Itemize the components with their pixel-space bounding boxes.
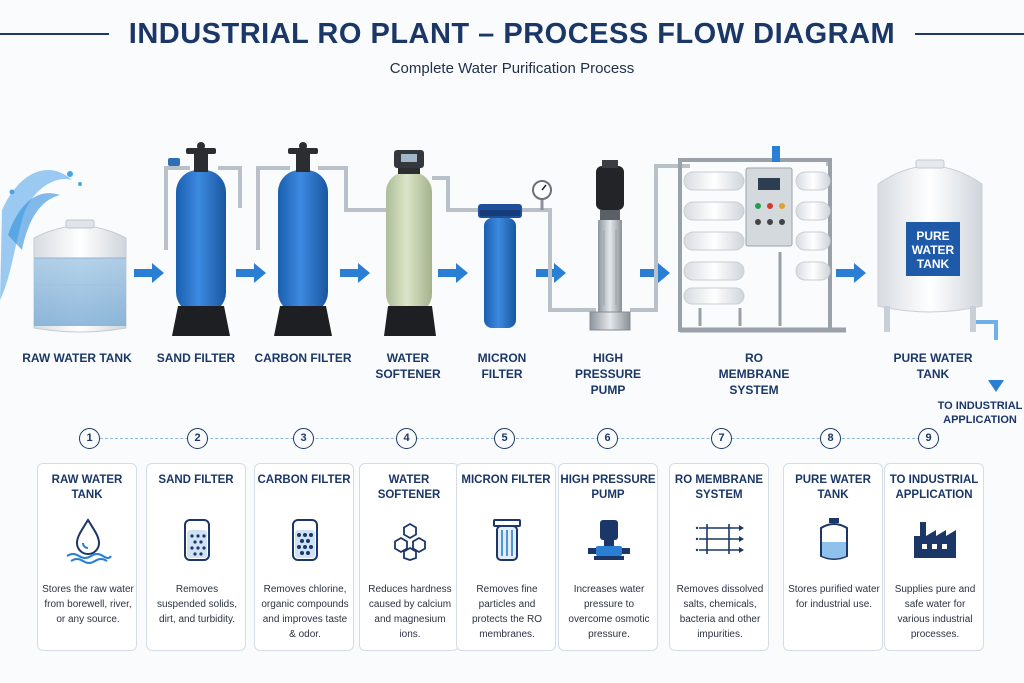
storage-tank-icon <box>820 518 848 560</box>
card-description: Stores purified water for industrial use… <box>788 584 880 610</box>
factory-icon <box>914 522 956 558</box>
step-number-1: 1 <box>79 428 100 449</box>
stage-label-water-softener: WATER SOFTENER <box>375 351 441 381</box>
title-divider-right <box>915 33 1024 35</box>
pure-tank-text-1: PURE <box>916 229 949 243</box>
outlet-arrowhead <box>988 380 1004 392</box>
card-description: Removes dissolved salts, chemicals, bact… <box>676 584 764 640</box>
card-description: Supplies pure and safe water for various… <box>894 584 976 640</box>
stage-label-carbon-filter: CARBON FILTER <box>254 351 352 365</box>
flow-arrow-3 <box>340 263 370 283</box>
card-description: Removes chlorine, organic compounds and … <box>261 584 349 640</box>
title-row: INDUSTRIAL RO PLANT – PROCESS FLOW DIAGR… <box>0 14 1024 54</box>
step-card-water-softener: WATER SOFTENER Reduces hardness caused b… <box>359 463 459 651</box>
title-divider-left <box>0 33 109 35</box>
flow-arrow-7 <box>836 263 866 283</box>
card-description: Reduces hardness caused by calcium and m… <box>368 584 452 640</box>
flow-arrow-2 <box>236 263 266 283</box>
step-number-6: 6 <box>597 428 618 449</box>
carbon-filter-icon <box>292 519 318 561</box>
equipment-row: PURE WATER TANK <box>0 140 1024 392</box>
stage-label-pure-water-tank: PURE WATER TANK <box>893 351 973 381</box>
water-softener-illustration <box>384 150 436 336</box>
ro-membrane-system-illustration <box>678 146 846 333</box>
card-title: WATER SOFTENER <box>377 474 441 501</box>
step-card-pure-water-tank: PURE WATER TANK Stores purified water fo… <box>783 463 883 651</box>
page-title: INDUSTRIAL RO PLANT – PROCESS FLOW DIAGR… <box>128 17 896 50</box>
membrane-icon <box>695 524 744 554</box>
card-title: RO MEMBRANE SYSTEM <box>674 474 764 501</box>
equipment-illustration: PURE WATER TANK <box>0 142 998 340</box>
step-number-8: 8 <box>820 428 841 449</box>
card-title: HIGH PRESSURE PUMP <box>560 474 656 501</box>
step-number-2: 2 <box>187 428 208 449</box>
card-description: Increases water pressure to overcome osm… <box>568 584 650 640</box>
card-title: CARBON FILTER <box>257 474 351 486</box>
card-description: Removes suspended solids, dirt, and turb… <box>156 584 238 625</box>
pressure-gauge-illustration <box>532 180 552 210</box>
card-description: Stores the raw water from borewell, rive… <box>42 584 134 625</box>
step-number-7: 7 <box>711 428 732 449</box>
stage-label-sand-filter: SAND FILTER <box>156 351 236 365</box>
step-number-5: 5 <box>494 428 515 449</box>
stage-label-ro-membrane-system: RO MEMBRANE SYSTEM <box>718 351 790 397</box>
step-number-3: 3 <box>293 428 314 449</box>
carbon-filter-illustration <box>274 142 332 336</box>
industrial-application-label: TO INDUSTRIAL APPLICATION <box>937 400 1023 426</box>
step-card-raw-water-tank: RAW WATER TANK Stores the raw water from… <box>37 463 137 651</box>
step-card-ro-membrane-system: RO MEMBRANE SYSTEM Removes dissolved sal… <box>669 463 769 651</box>
card-description: Removes fine particles and protects the … <box>471 584 543 640</box>
card-title: MICRON FILTER <box>461 474 551 486</box>
stage-label-micron-filter: MICRON FILTER <box>477 351 527 381</box>
step-card-high-pressure-pump: HIGH PRESSURE PUMP Increases water press… <box>558 463 658 651</box>
high-pressure-pump-illustration <box>589 160 631 331</box>
card-title: RAW WATER TANK <box>51 474 123 501</box>
pure-tank-text-2: WATER <box>912 243 955 257</box>
flow-arrow-4 <box>438 263 468 283</box>
micron-filter-illustration <box>478 204 522 328</box>
hexagon-molecule-icon <box>394 522 426 561</box>
stage-label-raw-water-tank: RAW WATER TANK <box>22 351 132 365</box>
step-card-sand-filter: SAND FILTER Removes suspended solids, di… <box>146 463 246 651</box>
card-title: TO INDUSTRIAL APPLICATION <box>889 474 979 501</box>
outlet-pipe-arrow <box>976 320 998 340</box>
sand-filter-icon <box>184 519 210 561</box>
step-number-9: 9 <box>918 428 939 449</box>
card-title: SAND FILTER <box>158 474 234 486</box>
step-card-micron-filter: MICRON FILTER Removes fine particles and… <box>456 463 556 651</box>
step-number-4: 4 <box>396 428 417 449</box>
sand-filter-illustration <box>168 142 230 336</box>
card-title: PURE WATER TANK <box>795 474 871 501</box>
raw-water-tank-illustration <box>33 219 127 333</box>
flow-arrow-1 <box>134 263 164 283</box>
cartridge-filter-icon <box>493 519 521 561</box>
step-card-carbon-filter: CARBON FILTER Removes chlorine, organic … <box>254 463 354 651</box>
pure-tank-text-3: TANK <box>917 257 950 271</box>
step-card-industrial-application: TO INDUSTRIAL APPLICATION Supplies pure … <box>884 463 984 651</box>
water-splash <box>0 170 82 300</box>
pure-water-tank-illustration: PURE WATER TANK <box>877 159 983 332</box>
stage-label-high-pressure-pump: HIGH PRESSURE PUMP <box>574 351 642 397</box>
page-subtitle: Complete Water Purification Process <box>389 60 635 77</box>
pump-icon <box>588 520 630 560</box>
water-drop-icon <box>66 518 112 564</box>
